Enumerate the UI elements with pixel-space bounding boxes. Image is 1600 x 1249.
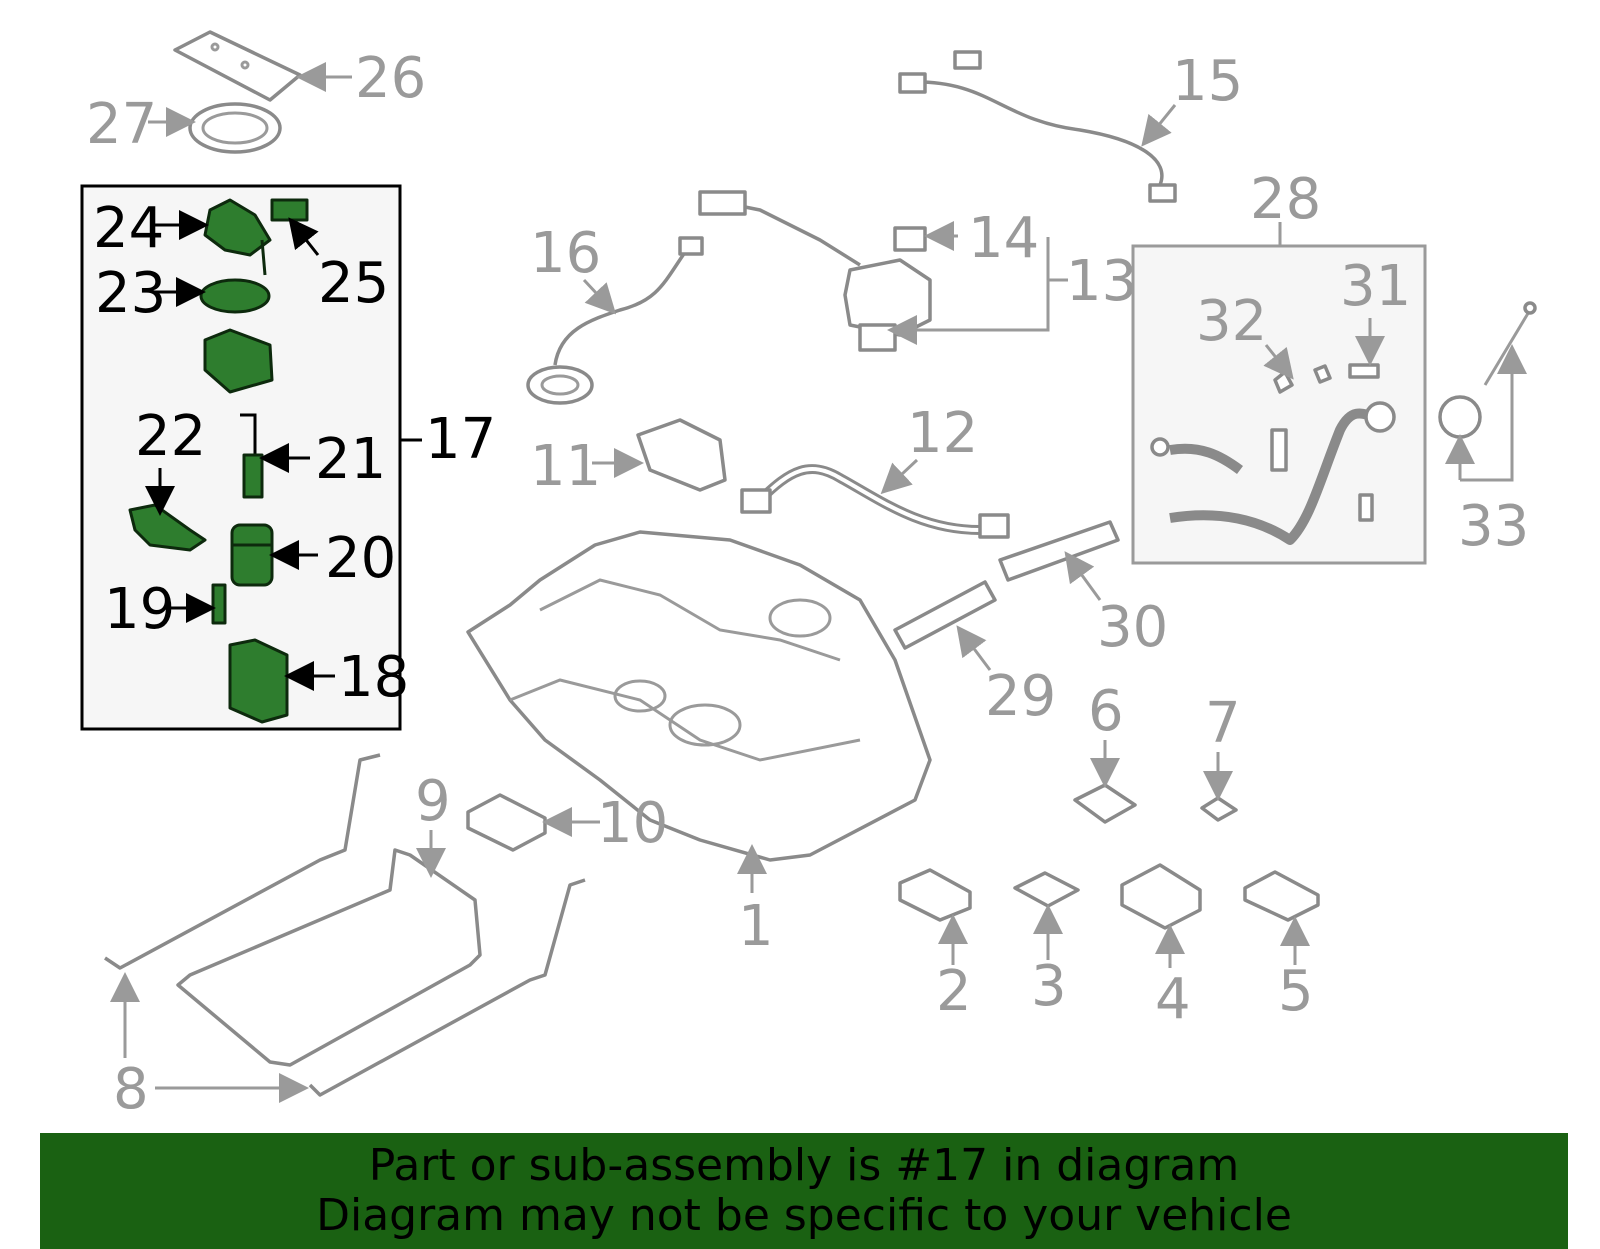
part-18-filter[interactable]: [228, 638, 289, 724]
callout-labels-17: 24 25 23 17 22 21 20 19 18: [93, 196, 496, 710]
callout-arrows-17: [145, 210, 335, 691]
callout-21: 21: [315, 427, 386, 492]
part-20-pump[interactable]: [230, 523, 274, 587]
callout-15: 15: [1172, 49, 1243, 114]
part-33-cap[interactable]: [1438, 301, 1537, 439]
callout-10: 10: [597, 791, 668, 856]
callout-6: 6: [1088, 679, 1124, 744]
callout-4: 4: [1155, 967, 1191, 1032]
part-13-module[interactable]: [698, 190, 932, 352]
callout-18: 18: [338, 645, 409, 710]
callout-13: 13: [1066, 249, 1137, 314]
callout-7: 7: [1205, 691, 1241, 756]
banner-line-1: Part or sub-assembly is #17 in diagram: [368, 1140, 1240, 1191]
part-9-shield[interactable]: [176, 848, 482, 1067]
part-15-harness[interactable]: [898, 50, 1177, 203]
callout-22: 22: [135, 404, 206, 469]
callout-12: 12: [907, 401, 978, 466]
part-2-pad[interactable]: [898, 868, 972, 922]
part-10-pad[interactable]: [466, 793, 547, 852]
part-7-pad[interactable]: [1200, 796, 1238, 822]
callout-labels: 26 27 15 16 14 13 28 32 31 11 12 33 30 2…: [86, 46, 1529, 1122]
callout-14: 14: [968, 206, 1039, 271]
callout-20: 20: [325, 526, 396, 591]
info-banner: Part or sub-assembly is #17 in diagram D…: [40, 1133, 1568, 1249]
part-27-gasket[interactable]: [188, 102, 282, 154]
callout-24: 24: [93, 196, 164, 261]
part-12-hose[interactable]: [740, 464, 1010, 539]
part-26-plate[interactable]: [173, 30, 302, 102]
sub-assembly-28-box[interactable]: [1131, 244, 1427, 565]
callout-17: 17: [425, 407, 496, 472]
part-23-seal[interactable]: [199, 278, 271, 314]
callout-29: 29: [985, 664, 1056, 729]
part-14-connector[interactable]: [893, 226, 927, 252]
part-30-hose[interactable]: [998, 520, 1120, 582]
part-1-fuel-tank[interactable]: [466, 530, 932, 862]
callout-arrows: [110, 62, 1527, 1103]
callout-27: 27: [86, 92, 157, 157]
part-5-pad[interactable]: [1243, 870, 1320, 922]
callout-19: 19: [104, 577, 175, 642]
part-21-tube[interactable]: [240, 413, 264, 499]
callout-16: 16: [530, 221, 601, 286]
part-3-pad[interactable]: [1013, 871, 1080, 908]
part-16-sender[interactable]: [526, 236, 704, 405]
callout-30: 30: [1097, 595, 1168, 660]
callout-23: 23: [95, 261, 166, 326]
callout-11: 11: [530, 434, 601, 499]
callout-9: 9: [415, 769, 451, 834]
part-29-pipe[interactable]: [893, 580, 997, 650]
callout-28: 28: [1250, 167, 1321, 232]
callout-8: 8: [113, 1057, 149, 1122]
callout-33: 33: [1458, 494, 1529, 559]
callout-25: 25: [318, 251, 389, 316]
callout-5: 5: [1278, 959, 1314, 1024]
callout-31: 31: [1340, 254, 1411, 319]
part-25-connector[interactable]: [270, 198, 309, 222]
sub-assembly-17-box[interactable]: [80, 184, 402, 731]
callout-2: 2: [936, 959, 972, 1024]
callout-1: 1: [738, 894, 774, 959]
part-6-pad[interactable]: [1073, 783, 1137, 824]
part-8-straps[interactable]: [104, 753, 586, 1097]
callout-32: 32: [1196, 289, 1267, 354]
banner-line-2: Diagram may not be specific to your vehi…: [316, 1190, 1292, 1241]
part-11-valve[interactable]: [636, 418, 727, 492]
part-4-pad[interactable]: [1120, 863, 1202, 930]
pump-reservoir-top: [203, 328, 274, 394]
part-19-valve[interactable]: [211, 583, 227, 625]
callout-26: 26: [355, 46, 426, 111]
callout-3: 3: [1031, 954, 1067, 1019]
